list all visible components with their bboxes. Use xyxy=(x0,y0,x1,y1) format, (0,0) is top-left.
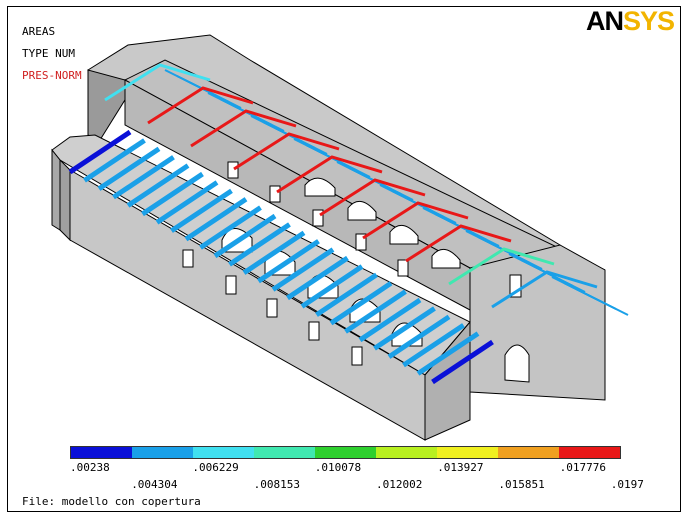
nave-purlin xyxy=(415,202,457,224)
legend-tick-label: .010078 xyxy=(314,461,362,474)
nave-purlin xyxy=(329,156,371,178)
nave-purlin xyxy=(372,179,414,201)
aisle-rafter xyxy=(344,289,407,334)
legend-segment xyxy=(315,447,376,458)
aisle-rafter xyxy=(271,247,335,292)
logo-part-an: AN xyxy=(586,6,624,36)
nave-truss xyxy=(491,270,598,309)
legend-tick-label: .004304 xyxy=(131,478,178,491)
aisle-rafter xyxy=(228,222,291,267)
nave-truss xyxy=(233,132,340,171)
nave-truss xyxy=(362,201,469,240)
legend-tick-label: .008153 xyxy=(253,478,300,491)
legend-tick-label: .015851 xyxy=(498,478,545,491)
aisle-rafters xyxy=(68,129,494,385)
aisle-rafter xyxy=(257,239,320,284)
legend-segment xyxy=(559,447,620,458)
nave-trusses xyxy=(104,63,629,316)
nave-purlin xyxy=(286,133,328,155)
nave-truss xyxy=(147,86,254,125)
front-windows xyxy=(182,161,409,366)
nave-truss xyxy=(405,224,512,263)
aisle-rafter xyxy=(97,146,161,191)
aisle-rafter xyxy=(170,188,233,233)
legend-tick-label: .00238 xyxy=(70,461,110,474)
legend-tick-label: .012002 xyxy=(376,478,423,491)
nave-purlin xyxy=(587,294,629,316)
aisle-rafter xyxy=(213,213,277,259)
aisle-rafter xyxy=(286,255,349,301)
legend-segment xyxy=(437,447,498,458)
aisle-rafter xyxy=(416,331,480,376)
aisle-rafter xyxy=(141,171,204,217)
aisle-rafter xyxy=(242,230,306,275)
ansys-logo: ANSYS xyxy=(586,6,675,36)
nave-purlin xyxy=(544,271,586,293)
legend-segment xyxy=(254,447,315,458)
logo-part-sys: SYS xyxy=(623,6,675,36)
aisle-rafter xyxy=(68,129,132,175)
file-label: File: modello con copertura xyxy=(22,495,201,508)
aisle-rafter xyxy=(83,138,146,183)
legend-tick-label: .006229 xyxy=(192,461,239,474)
aisle-rafter xyxy=(358,297,422,343)
nave-purlin xyxy=(458,225,500,247)
aisle-rafter xyxy=(155,180,219,225)
aisle-rafter xyxy=(112,155,175,200)
legend-tick-label: .013927 xyxy=(437,461,484,474)
aisle-rafter xyxy=(315,272,378,317)
legend-tick-label: .017776 xyxy=(559,461,606,474)
nave-purlin xyxy=(243,110,285,132)
aisle-rafter xyxy=(402,323,465,368)
legend-segment xyxy=(376,447,437,458)
info-areas: AREAS xyxy=(22,25,56,38)
aisle-rafter xyxy=(199,205,262,250)
nave-purlin xyxy=(200,87,242,109)
aisle-rafter xyxy=(184,197,248,242)
info-pres-norm: PRES-NORM xyxy=(22,69,82,82)
legend-segment xyxy=(71,447,132,458)
nave-purlin xyxy=(501,248,543,270)
info-type-num: TYPE NUM xyxy=(22,47,75,60)
legend-segment xyxy=(498,447,559,458)
aisle-rafter xyxy=(329,281,393,326)
nave-truss xyxy=(190,109,297,148)
nave-truss xyxy=(104,63,211,102)
legend-segment xyxy=(132,447,193,458)
aisle-rafter xyxy=(373,306,436,351)
aisle-rafter xyxy=(300,264,364,309)
aisle-rafter xyxy=(431,339,494,385)
color-legend-bar xyxy=(70,446,621,459)
nave-truss xyxy=(448,247,555,286)
nave-truss xyxy=(319,178,426,217)
aisle-rafter xyxy=(387,314,451,359)
legend-tick-label: .0197 xyxy=(610,478,644,491)
nave-truss xyxy=(276,155,383,194)
aisle-rafter xyxy=(126,163,190,208)
legend-segment xyxy=(193,447,254,458)
